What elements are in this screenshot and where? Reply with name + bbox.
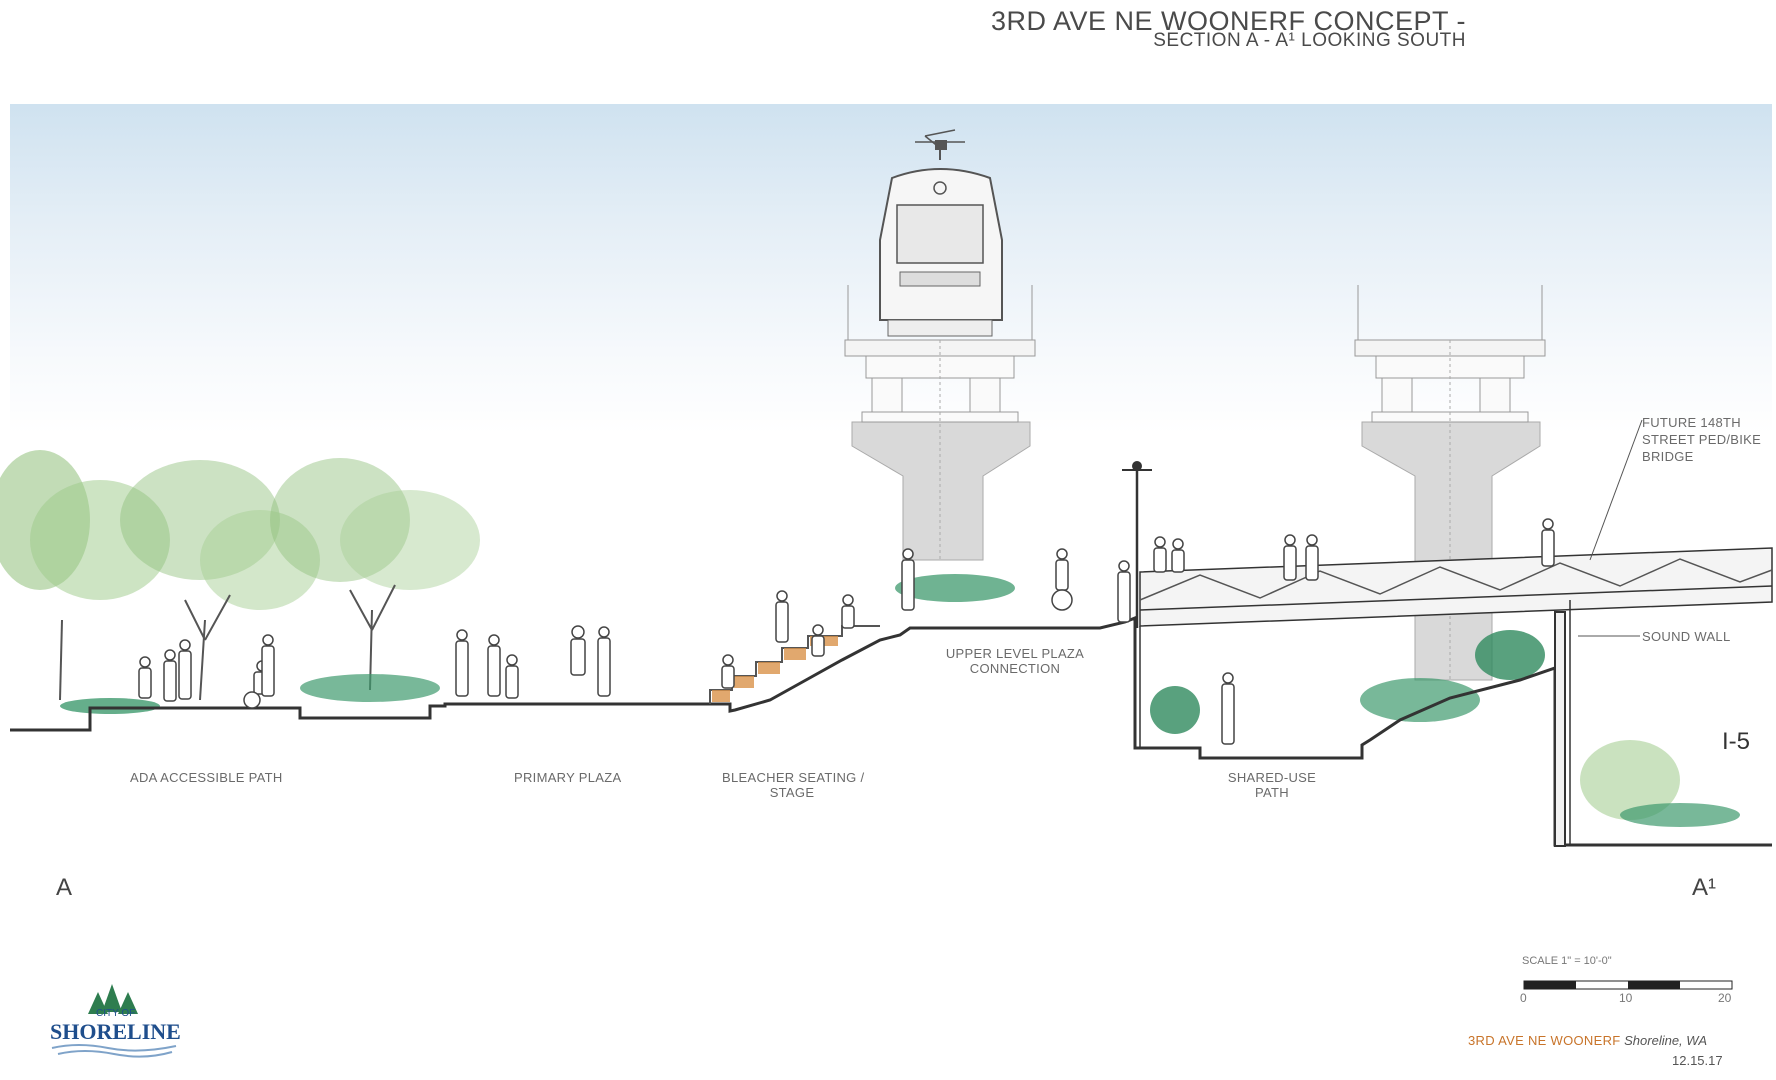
light-rail-train xyxy=(879,129,1003,337)
footer-project: 3RD AVE NE WOONERF Shoreline, WA xyxy=(1468,1033,1707,1048)
section-mark-end: A¹ xyxy=(1692,874,1716,901)
scale-tick-0: 0 xyxy=(1520,991,1527,1005)
annotation-i5: I-5 xyxy=(1722,728,1751,755)
person-figure xyxy=(455,629,469,697)
person-figure xyxy=(597,626,611,697)
person-figure xyxy=(178,639,192,700)
logo-shoreline: SHORELINE xyxy=(50,1019,181,1044)
annotation-bridge-line2: STREET PED/BIKE xyxy=(1642,432,1762,447)
label-bleacher-line1: BLEACHER SEATING / xyxy=(722,770,865,785)
planting-shrubs xyxy=(60,574,1740,827)
footer-city: Shoreline, WA xyxy=(1620,1033,1707,1048)
person-figure xyxy=(505,654,519,699)
bleacher-steps xyxy=(709,625,880,704)
label-shared-line1: SHARED-USE xyxy=(1227,770,1317,785)
label-ada-path: ADA ACCESSIBLE PATH xyxy=(130,770,283,785)
person-figure xyxy=(1283,534,1297,581)
label-upper-line2: CONNECTION xyxy=(969,661,1061,676)
logo-city-of: CITY OF xyxy=(96,1008,136,1019)
label-upper-line1: UPPER LEVEL PLAZA xyxy=(945,646,1085,661)
diagram-subtitle: SECTION A - A¹ LOOKING SOUTH xyxy=(1153,30,1466,51)
label-primary-plaza: PRIMARY PLAZA xyxy=(514,770,622,785)
label-bleacher-seating: BLEACHER SEATING / STAGE xyxy=(722,770,865,800)
person-figure xyxy=(901,548,915,611)
person-figure xyxy=(138,656,152,699)
city-of-shoreline-logo: CITY OF SHORELINE xyxy=(48,982,181,1062)
person-figure xyxy=(841,594,855,629)
person-figure xyxy=(1305,534,1319,581)
people-figures xyxy=(138,518,1555,745)
annotation-future-bridge: FUTURE 148TH STREET PED/BIKE BRIDGE xyxy=(1642,414,1761,465)
scale-label: SCALE 1" = 10'-0" xyxy=(1522,955,1612,967)
scale-tick-10: 10 xyxy=(1619,991,1633,1005)
person-figure xyxy=(1541,518,1555,567)
scale-bar xyxy=(1523,980,1733,990)
scale-tick-20: 20 xyxy=(1718,991,1732,1005)
annotation-leaders xyxy=(1578,419,1643,637)
footer-project-name: 3RD AVE NE WOONERF xyxy=(1468,1033,1621,1048)
person-figure xyxy=(1153,536,1167,573)
label-shared-use-path: SHARED-USE PATH xyxy=(1222,770,1322,800)
person-figure xyxy=(570,625,586,676)
label-bleacher-line2: STAGE xyxy=(769,785,815,800)
second-guideway-pier xyxy=(1354,285,1546,681)
light-pole xyxy=(1122,461,1152,628)
sound-wall xyxy=(1554,611,1566,847)
person-figure xyxy=(721,654,735,689)
annotation-bridge-line1: FUTURE 148TH xyxy=(1642,415,1741,430)
logo-trees-icon xyxy=(51,984,177,1058)
person-figure xyxy=(1171,538,1185,573)
cyclist-figure xyxy=(1051,548,1073,611)
label-upper-plaza: UPPER LEVEL PLAZA CONNECTION xyxy=(940,646,1090,676)
ground-section-line xyxy=(10,615,1772,847)
street-trees xyxy=(0,450,480,701)
person-figure xyxy=(811,624,825,657)
person-figure xyxy=(487,634,501,697)
diagram-title: 3RD AVE NE WOONERF CONCEPT - xyxy=(990,6,1466,36)
footer-date: 12.15.17 xyxy=(1672,1053,1723,1068)
annotation-sound-wall: SOUND WALL xyxy=(1642,629,1731,644)
person-figure xyxy=(1221,672,1235,745)
person-figure xyxy=(261,634,275,697)
section-mark-start: A xyxy=(56,874,73,901)
ped-bike-bridge xyxy=(1139,547,1773,845)
annotation-bridge-line3: BRIDGE xyxy=(1642,449,1694,464)
person-figure xyxy=(163,649,177,702)
light-rail-guideway-pier xyxy=(844,285,1036,561)
person-figure xyxy=(775,590,789,643)
person-figure xyxy=(1117,560,1131,623)
label-shared-line2: PATH xyxy=(1255,785,1289,800)
